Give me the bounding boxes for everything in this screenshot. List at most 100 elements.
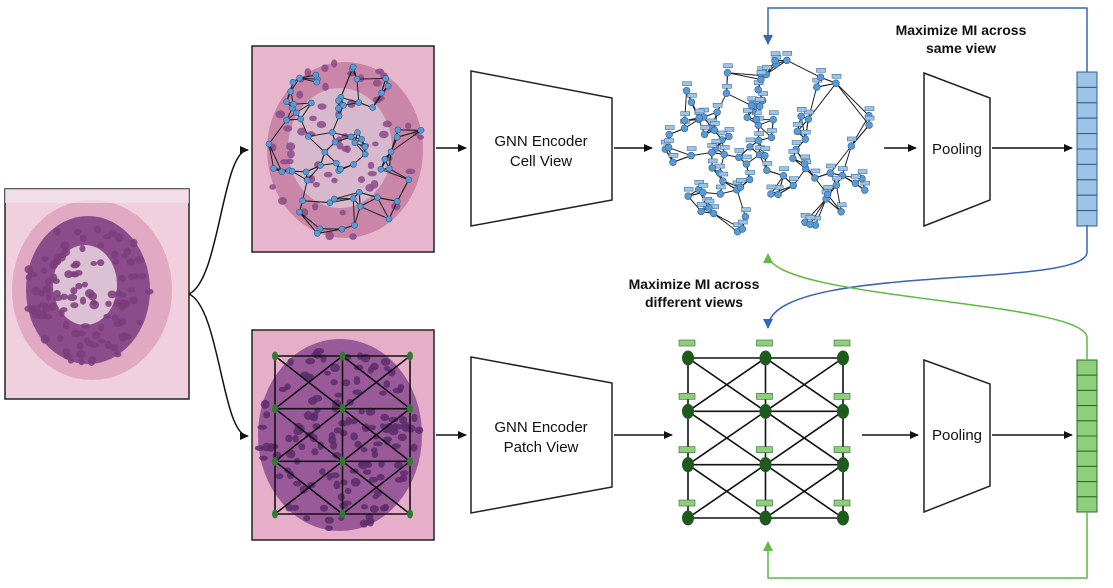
nucleus [334, 392, 344, 398]
vector-cell [1076, 450, 1098, 467]
nucleus [415, 426, 424, 434]
graph-node [354, 129, 361, 136]
mi-same-view-arrow-green [763, 512, 1088, 579]
graph-node [742, 160, 751, 168]
graph-node [767, 190, 775, 198]
nucleus [330, 363, 341, 373]
grid-nodes [678, 339, 851, 526]
nucleus [41, 285, 52, 294]
graph-node [767, 133, 776, 142]
graph-node [738, 225, 747, 233]
node-feature [743, 108, 753, 113]
nucleus [353, 376, 361, 386]
nucleus [123, 247, 132, 256]
graph-node [351, 139, 359, 147]
nucleus [118, 274, 126, 282]
nucleus [376, 474, 385, 481]
graph-node [757, 75, 765, 84]
graph-edge [800, 116, 806, 140]
nucleus [254, 445, 265, 451]
graph-node [735, 153, 743, 162]
nucleus [64, 270, 73, 279]
graph-node [355, 99, 363, 106]
gnn-encoder-patch-view: GNN Encoder Patch View [470, 356, 613, 514]
graph-node [752, 115, 761, 124]
nucleus [88, 358, 96, 366]
nucleus [358, 461, 365, 469]
graph-node [302, 168, 310, 176]
node-feature [696, 202, 707, 207]
nucleus [62, 320, 70, 330]
nucleus [365, 461, 373, 468]
nucleus [107, 290, 117, 299]
nucleus [285, 434, 293, 443]
graph-node [332, 159, 340, 167]
node-feature [789, 176, 799, 181]
mi-cross-view-arrow-green [763, 253, 1088, 360]
node-feature [698, 183, 709, 188]
nucleus [137, 273, 148, 279]
graph-node [813, 83, 821, 91]
node-feature [686, 146, 697, 151]
graph-node [356, 203, 364, 210]
nucleus [111, 250, 119, 259]
graph-nodes [265, 63, 425, 237]
nucleus [75, 282, 83, 290]
mi-diff-label-line2: different views [645, 294, 743, 310]
nucleus [324, 516, 335, 524]
node-feature [704, 198, 715, 204]
nucleus [365, 183, 375, 192]
graph-edge [397, 129, 422, 138]
nucleus [31, 286, 41, 296]
nucleus [40, 267, 48, 274]
patch-grid-image [251, 329, 435, 541]
nucleus [96, 259, 105, 266]
graph-edge [727, 72, 762, 81]
graph-node [292, 109, 300, 117]
graph-node [716, 190, 724, 198]
graph-node [361, 150, 369, 158]
graph-node [806, 220, 814, 228]
nucleus [116, 317, 126, 323]
node-feature [722, 84, 732, 89]
graph-node [745, 175, 754, 184]
graph-node [312, 71, 320, 79]
nucleus [311, 203, 319, 211]
nucleus [78, 358, 85, 366]
graph-node [743, 113, 751, 122]
graph-edge [380, 168, 409, 181]
graph-edge [726, 92, 752, 107]
node-feature [687, 93, 697, 98]
graph-node [340, 102, 347, 109]
graph-node [393, 133, 401, 141]
grid-node [407, 351, 413, 361]
nucleus [126, 258, 136, 266]
node-feature [833, 393, 851, 400]
nucleus [67, 293, 78, 302]
nucleus [383, 365, 391, 372]
pooling-block-bottom: Pooling [923, 358, 991, 514]
node-feature [683, 186, 694, 192]
node-feature [756, 499, 773, 507]
nucleus [309, 115, 317, 122]
nucleus [337, 493, 345, 501]
grid-edge [342, 460, 411, 515]
nucleus [36, 314, 46, 320]
node-feature [767, 128, 777, 133]
node-feature [678, 339, 696, 347]
node-feature [668, 153, 679, 158]
node-feature [694, 108, 705, 114]
grid-node [407, 509, 413, 519]
nucleus [411, 413, 418, 423]
nucleus [269, 184, 276, 190]
graph-node [723, 69, 732, 77]
node-feature [723, 63, 733, 68]
nucleus [312, 181, 320, 188]
nucleus [41, 305, 48, 314]
nucleus [383, 380, 391, 389]
node-feature [768, 110, 779, 115]
nucleus [325, 231, 334, 241]
node-feature [707, 158, 718, 164]
nucleus [67, 358, 74, 364]
nucleus [70, 262, 80, 269]
